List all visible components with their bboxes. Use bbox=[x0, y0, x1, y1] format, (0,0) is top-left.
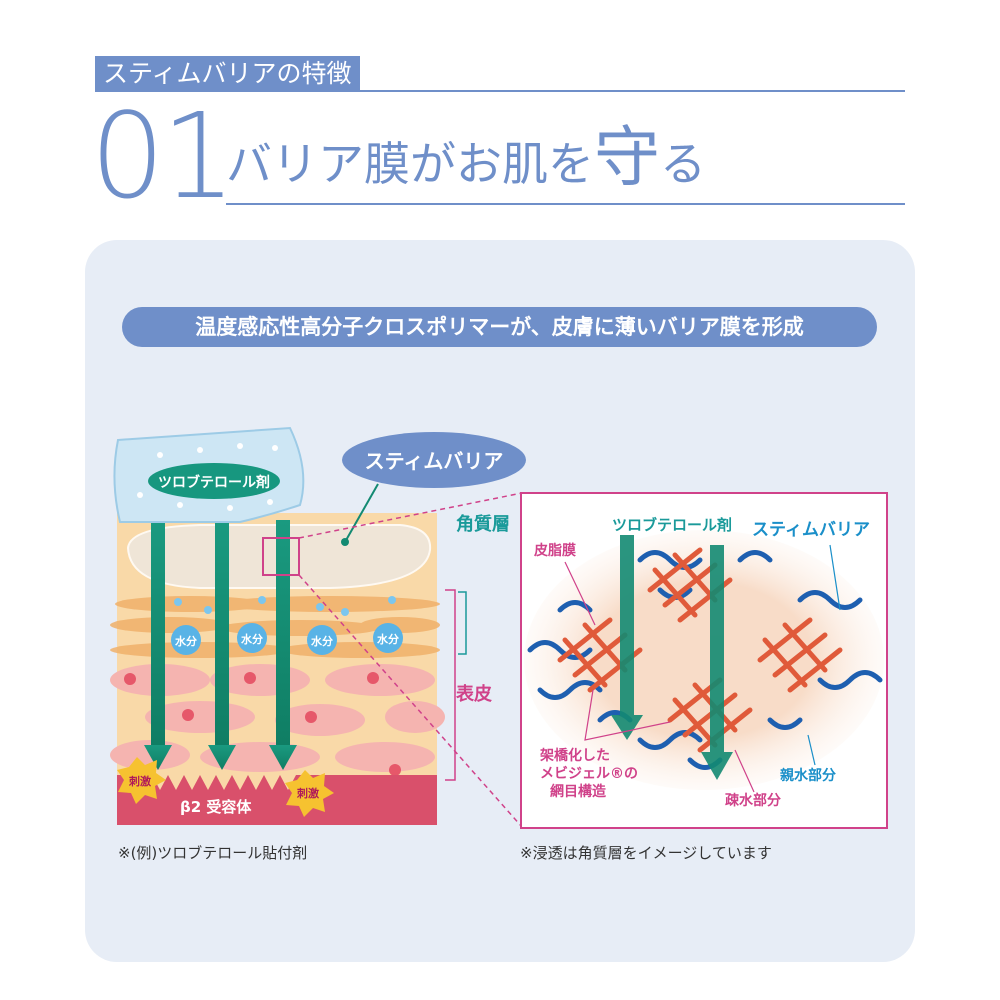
drug-arrows bbox=[611, 535, 733, 780]
divider bbox=[95, 90, 905, 92]
moisture-drop: 水分 bbox=[171, 625, 201, 655]
barrier-label: スティムバリア bbox=[752, 520, 870, 540]
section-tag: スティムバリアの特徴 bbox=[95, 56, 360, 91]
svg-text:メビジェル®の: メビジェル®の bbox=[540, 766, 638, 782]
title-emphasis: 守 bbox=[594, 119, 660, 196]
svg-text:水分: 水分 bbox=[175, 634, 197, 648]
hydrophilic-chains bbox=[527, 550, 883, 770]
svg-text:水分: 水分 bbox=[311, 634, 333, 648]
svg-text:刺激: 刺激 bbox=[128, 774, 151, 788]
penetration-arrows bbox=[144, 520, 297, 770]
svg-text:角質層: 角質層 bbox=[456, 513, 510, 535]
patch-dots bbox=[137, 443, 278, 511]
crosslinked-mesh bbox=[557, 547, 843, 753]
drug-label: ツロブテロール剤 bbox=[612, 516, 732, 534]
moisture-drop: 水分 bbox=[307, 625, 337, 655]
stimulus-burst: 刺激 bbox=[285, 770, 334, 817]
patch-label-bubble bbox=[148, 463, 280, 499]
barrier-callout: スティムバリア bbox=[365, 449, 504, 473]
patch-label: ツロブテロール剤 bbox=[158, 474, 270, 491]
barrier-callout-bubble bbox=[342, 432, 526, 488]
receptor-layer bbox=[117, 775, 437, 825]
stratum-label: 角質層 bbox=[456, 513, 510, 535]
svg-text:水分: 水分 bbox=[377, 632, 399, 646]
sebum-label: 皮脂膜 bbox=[533, 542, 576, 559]
title-main: バリア膜がお肌を bbox=[226, 137, 594, 191]
svg-text:架橋化した: 架橋化した bbox=[539, 747, 610, 764]
hydrophilic-label: 親水部分 bbox=[780, 767, 836, 784]
svg-text:刺激: 刺激 bbox=[296, 786, 319, 800]
hydrophobic-label: 疎水部分 bbox=[725, 792, 781, 809]
receptor-label: β2 受容体 bbox=[180, 798, 252, 816]
banner: 温度感応性高分子クロスポリマーが、皮膚に薄いバリア膜を形成 bbox=[122, 307, 877, 347]
mesh-label: 架橋化した メビジェル®の 網目構造 bbox=[539, 747, 638, 800]
moisture-drops: 水分 水分 水分 水分 bbox=[171, 596, 403, 655]
moisture-drop: 水分 bbox=[373, 623, 403, 653]
feature-number: 01 bbox=[90, 87, 236, 225]
feature-title: バリア膜がお肌を守る bbox=[226, 125, 706, 194]
stimulus-burst: 刺激 bbox=[117, 757, 166, 804]
svg-text:網目構造: 網目構造 bbox=[550, 783, 606, 800]
zoom-indicator bbox=[262, 537, 300, 576]
right-caption: ※浸透は角質層をイメージしています bbox=[520, 844, 772, 862]
moisture-drop: 水分 bbox=[237, 623, 267, 653]
left-caption: ※(例)ツロブテロール貼付剤 bbox=[118, 844, 308, 862]
svg-text:水分: 水分 bbox=[241, 632, 263, 646]
divider bbox=[226, 203, 905, 205]
title-end: る bbox=[660, 137, 706, 191]
epidermis-label: 表皮 bbox=[456, 683, 492, 705]
